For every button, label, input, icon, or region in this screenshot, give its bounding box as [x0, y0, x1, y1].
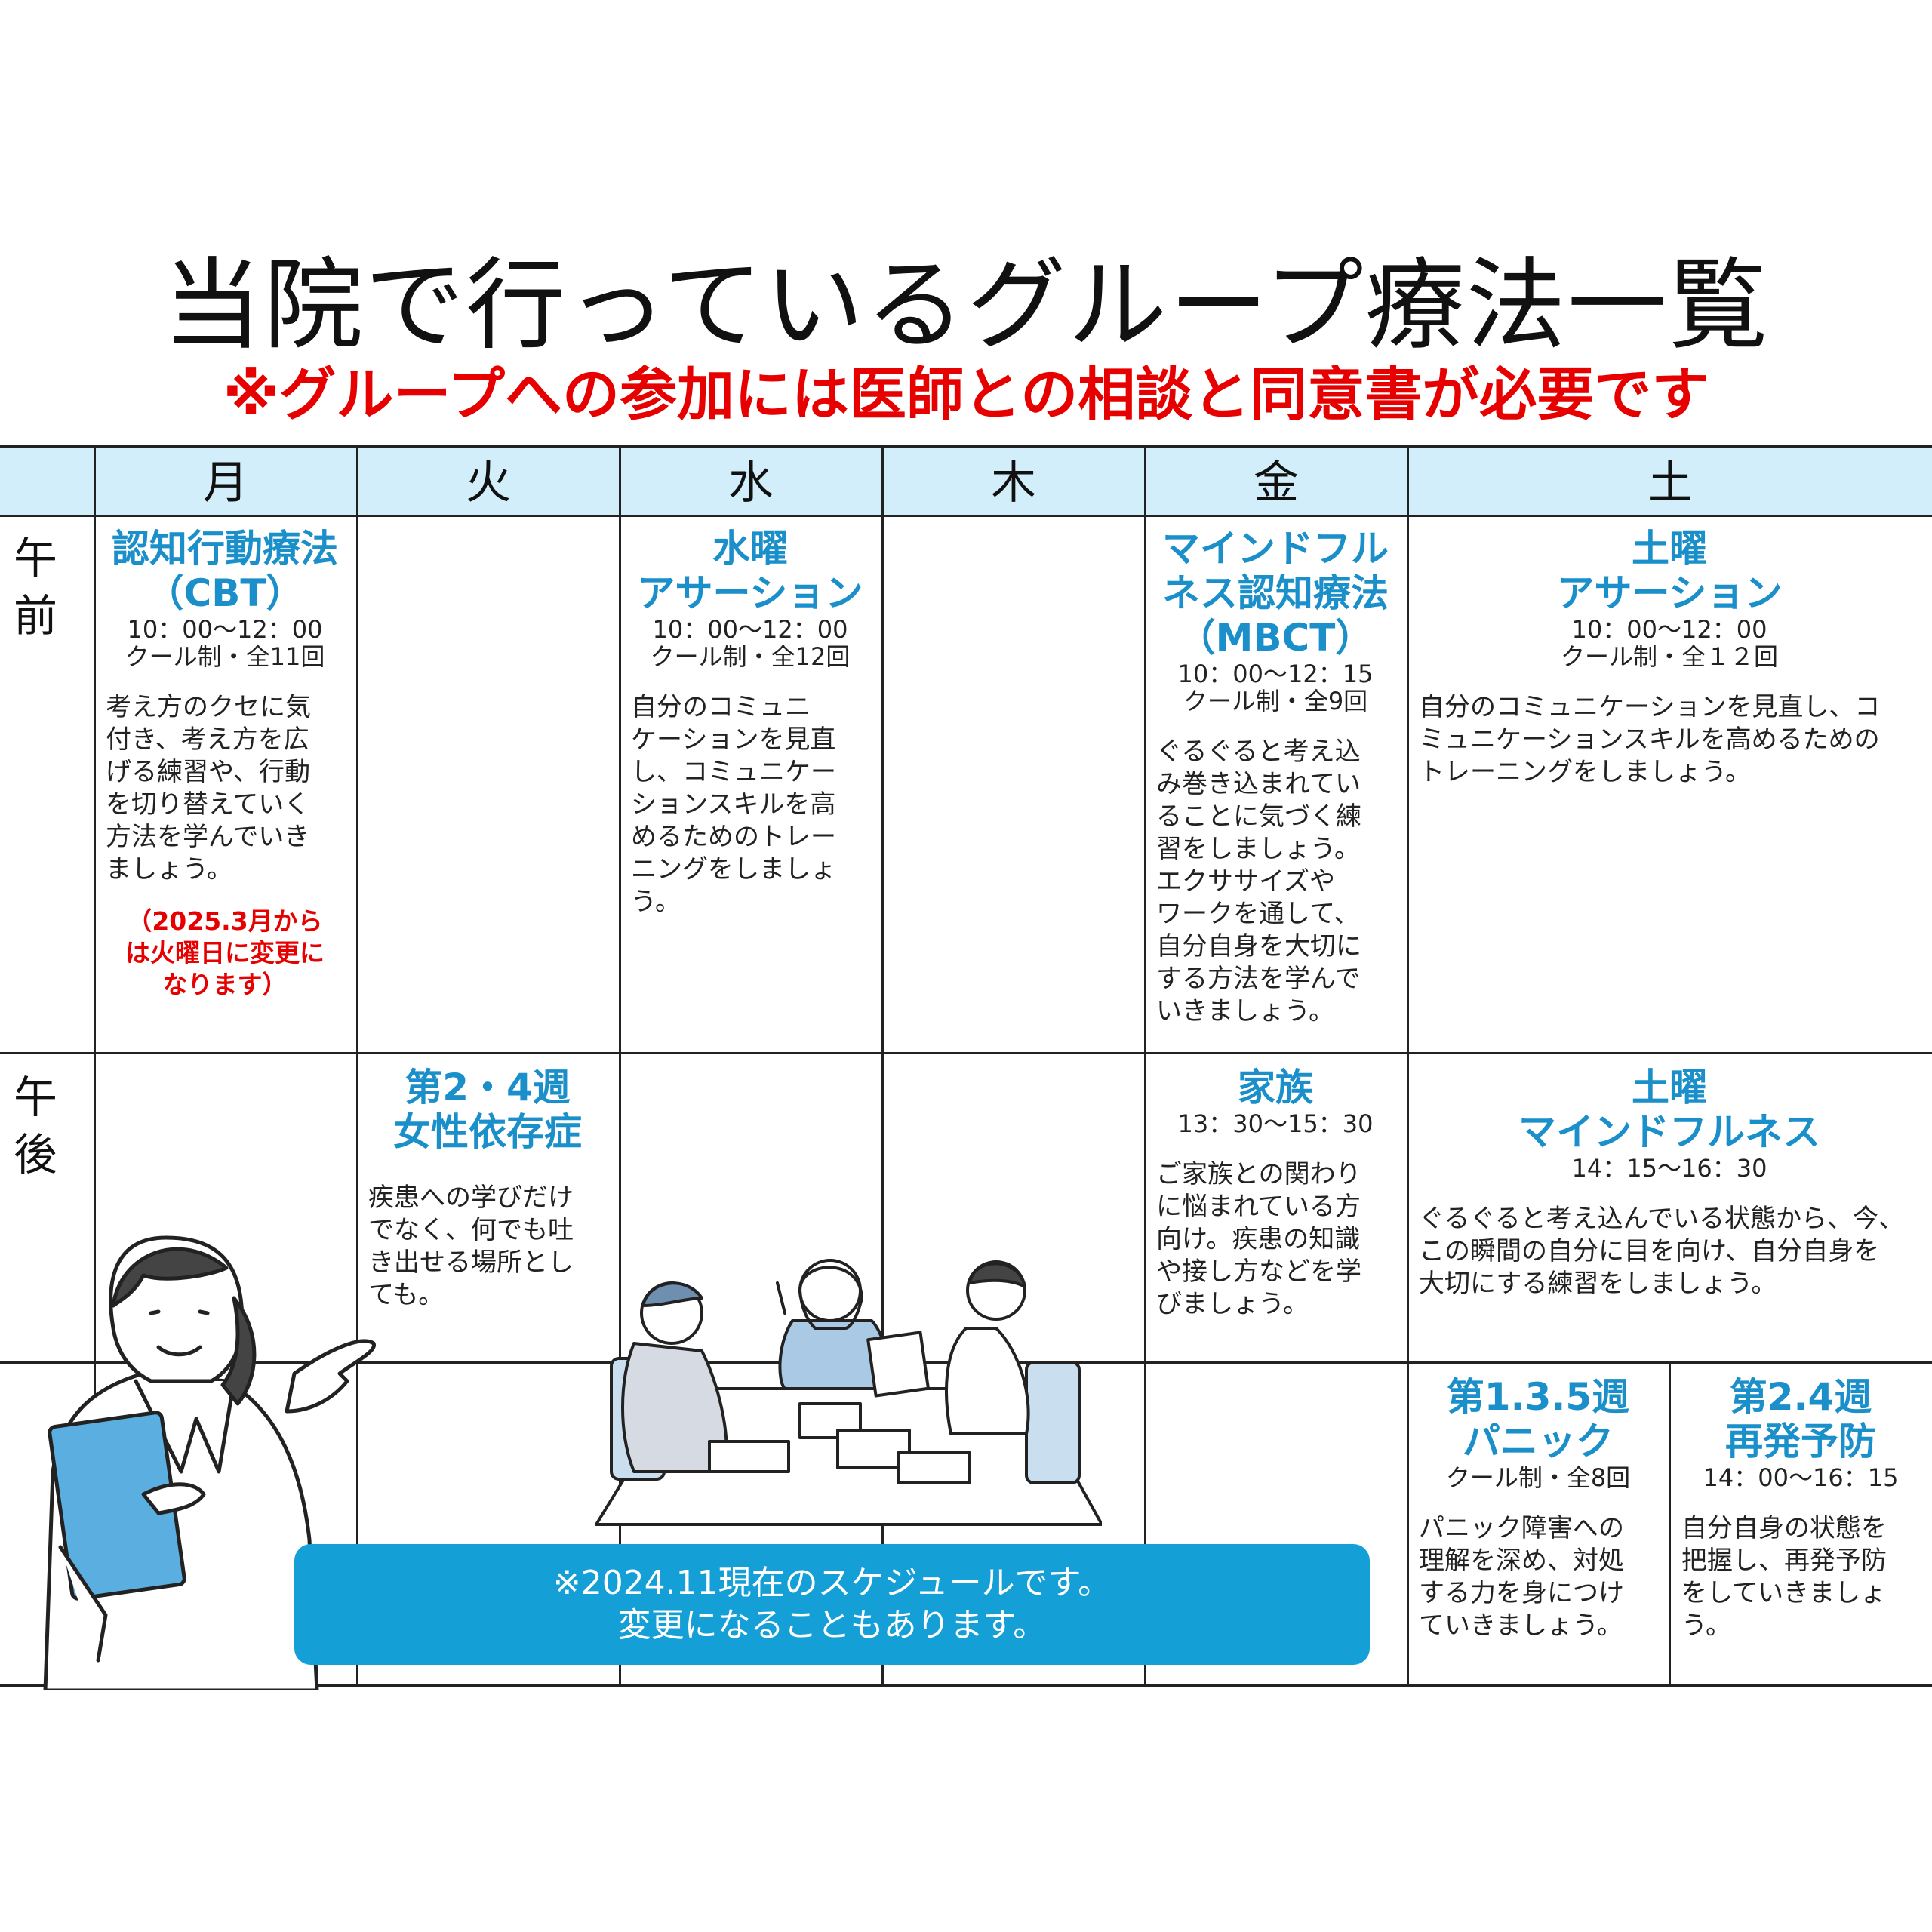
doctor-illustration [43, 1235, 376, 1690]
program-title: 土曜 アサーション [1556, 527, 1783, 615]
program-description: パニック障害への 理解を深め、対処 する力を身につけ ていきましょう。 [1419, 1513, 1624, 1641]
cell-sat-pm-mindfulness: 土曜 マインドフルネス 14：15～16：30 ぐるぐると考え込んでいる状態から… [1419, 1066, 1920, 1300]
cell-fri-am-mbct: マインドフル ネス認知療法 （MBCT） 10：00～12：15 クール制・全9… [1156, 527, 1395, 1028]
cell-wed-am-assertion: 水曜 アサーション 10：00～12：00 クール制・全12回 自分のコミュニ … [631, 527, 869, 918]
program-title: 家族 [1238, 1066, 1313, 1109]
cell-sat-extra-relapse-prevention: 第2.4週 再発予防 14：00～16：15 自分自身の状態を 把握し、再発予防… [1681, 1375, 1920, 1642]
program-description: ぐるぐると考え込 み巻き込まれてい ることに気づく練 習をしましょう。 エクササ… [1156, 737, 1361, 1026]
program-schedule: 10：00～12：00 クール制・全１２回 [1560, 615, 1778, 671]
grid-line [0, 1684, 1932, 1687]
schedule-notice-banner: ※2024.11現在のスケジュールです。 変更になることもあります。 [294, 1544, 1370, 1665]
program-title: 第1.3.5週 パニック [1446, 1375, 1630, 1463]
grid-line [0, 515, 1932, 517]
program-schedule: 14：00～16：15 [1703, 1463, 1899, 1492]
cell-mon-am-cbt: 認知行動療法 （CBT） 10：00～12：00 クール制・全11回 考え方のク… [106, 527, 344, 1001]
program-schedule: 13：30～15：30 [1177, 1109, 1374, 1138]
table-header-row [0, 445, 1932, 516]
cell-tue-pm-women-addiction: 第2・4週 女性依存症 疾患への学びだけ でなく、何でも吐 き出せる場所とし て… [368, 1066, 607, 1312]
grid-line [619, 445, 621, 1687]
cell-sat-extra-panic: 第1.3.5週 パニック クール制・全8回 パニック障害への 理解を深め、対処 … [1419, 1375, 1657, 1642]
program-title: 第2.4週 再発予防 [1725, 1375, 1876, 1463]
schedule-table: 月 火 水 木 金 土 午 前 午 後 認知行動療法 （CBT） 10：00～1… [0, 445, 1932, 1687]
grid-line [881, 445, 884, 1687]
cell-sat-am-assertion: 土曜 アサーション 10：00～12：00 クール制・全１２回 自分のコミュニケ… [1419, 527, 1920, 789]
day-header-fri: 金 [1254, 457, 1299, 509]
day-header-tue: 火 [466, 457, 511, 509]
program-title: 認知行動療法 （CBT） [112, 527, 338, 615]
program-schedule: 14：15～16：30 [1571, 1154, 1767, 1183]
program-description: 自分のコミュニ ケーションを見直 し、コミュニケー ションスキルを高 めるための… [631, 692, 836, 917]
grid-line [356, 445, 358, 1687]
program-change-note: （2025.3月から は火曜日に変更に なります） [125, 906, 325, 999]
program-title: マインドフル ネス認知療法 （MBCT） [1162, 527, 1389, 660]
program-description: 自分自身の状態を 把握し、再発予防 をしていきましょ う。 [1681, 1513, 1887, 1641]
program-title: 第2・4週 女性依存症 [393, 1066, 582, 1154]
program-schedule: 10：00～12：15 クール制・全9回 [1177, 660, 1374, 715]
cell-fri-pm-family: 家族 13：30～15：30 ご家族との関わり に悩まれている方 向け。疾患の知… [1156, 1066, 1395, 1321]
program-description: 疾患への学びだけ でなく、何でも吐 き出せる場所とし ても。 [368, 1183, 574, 1310]
program-schedule: 10：00～12：00 クール制・全11回 [125, 615, 325, 671]
program-description: ご家族との関わり に悩まれている方 向け。疾患の知識 や接し方などを学 びましょ… [1156, 1159, 1361, 1319]
program-schedule: 10：00～12：00 クール制・全12回 [650, 615, 851, 671]
program-description: ぐるぐると考え込んでいる状態から、今、 この瞬間の自分に目を向け、自分自身を 大… [1419, 1204, 1904, 1299]
day-header-mon: 月 [203, 457, 248, 509]
period-label-pm: 午 後 [14, 1072, 58, 1180]
program-description: 考え方のクセに気 付き、考え方を広 げる練習や、行動 を切り替えていく 方法を学… [106, 692, 311, 884]
program-title: 土曜 マインドフルネス [1518, 1066, 1820, 1154]
page-subtitle-warning: ※グループへの参加には医師との相談と同意書が必要です [223, 361, 1709, 428]
program-schedule: クール制・全8回 [1445, 1463, 1631, 1492]
day-header-sat: 土 [1647, 457, 1693, 509]
day-header-thu: 木 [991, 457, 1036, 509]
day-header-wed: 水 [728, 457, 774, 509]
grid-line [0, 445, 1932, 448]
program-description: 自分のコミュニケーションを見直し、コ ミュニケーションスキルを高めるための トレ… [1419, 692, 1881, 787]
group-meeting-illustration [595, 1259, 1102, 1526]
grid-line [0, 1052, 1932, 1054]
grid-line [94, 445, 96, 1687]
program-title: 水曜 アサーション [637, 527, 863, 615]
grid-line [1669, 1361, 1671, 1687]
grid-line [1144, 445, 1146, 1687]
grid-line [1407, 445, 1409, 1687]
period-label-am: 午 前 [14, 533, 58, 641]
page-title: 当院で行っているグループ療法一覧 [162, 248, 1770, 364]
